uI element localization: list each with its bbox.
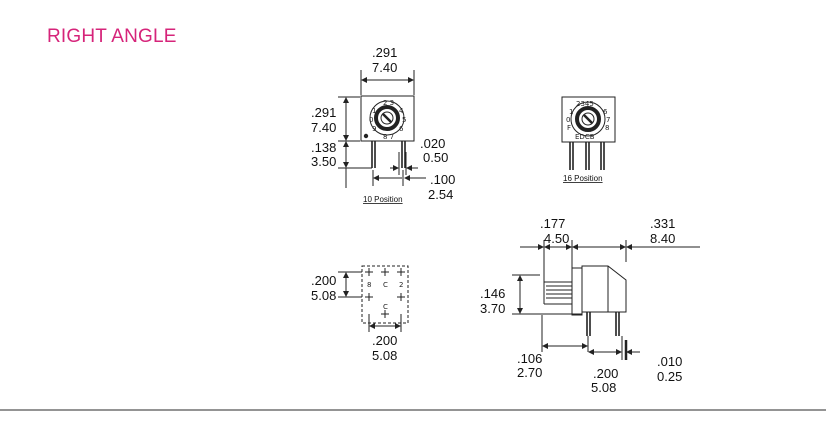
side-span-mm: 5.08 [591,380,616,395]
front10-pin-length-in: .138 [311,140,336,155]
svg-text:8 7: 8 7 [383,133,394,141]
front10-height-mm: 7.40 [311,120,336,135]
side-offset-in: .106 [517,351,542,366]
side-shaft-in: .177 [540,216,565,231]
caption-16-position: 16 Position [563,174,603,183]
side-offset-mm: 2.70 [517,365,542,380]
svg-text:7: 7 [606,116,610,124]
dial-digits-10: 2 3 1 4 0 5 9 6 8 7 [369,99,406,141]
footprint-col-in: .200 [372,333,397,348]
svg-text:F: F [567,124,571,132]
side-height-mm: 3.70 [480,301,505,316]
svg-text:2 3: 2 3 [383,99,394,107]
svg-text:2345: 2345 [576,100,594,108]
front10-width-in: .291 [372,45,397,60]
front10-pin-width-mm: 0.50 [423,150,448,165]
svg-text:6: 6 [603,108,608,116]
side-span-in: .200 [593,366,618,381]
footprint-pin-labels: 8 C 2 C [367,281,403,311]
front10-pin-length-mm: 3.50 [311,154,336,169]
front10-pitch-mm: 2.54 [428,187,453,202]
svg-text:1: 1 [569,108,573,116]
footprint-row-mm: 5.08 [311,288,336,303]
side-pin-mm: 0.25 [657,369,682,384]
svg-text:0: 0 [566,116,570,124]
side-height-in: .146 [480,286,505,301]
side-body-mm: 8.40 [650,231,675,246]
front10-height-in: .291 [311,105,336,120]
footprint-row-in: .200 [311,273,336,288]
front10-pitch-in: .100 [430,172,455,187]
side-pin-in: .010 [657,354,682,369]
svg-text:EDCB: EDCB [575,133,595,141]
front10-pin-width-in: .020 [420,136,445,151]
svg-text:2: 2 [399,281,403,289]
dial-digits-16: 2345 1 6 0 7 F 8 EDCB [566,100,610,141]
side-shaft-mm: 4.50 [544,231,569,246]
side-body-in: .331 [650,216,675,231]
svg-text:5: 5 [402,116,406,124]
svg-text:9: 9 [372,125,376,133]
svg-text:C: C [383,303,388,311]
front-view-16-position [561,96,616,170]
side-view [512,240,700,360]
front10-width-mm: 7.40 [372,60,397,75]
svg-text:1: 1 [372,107,376,115]
svg-text:4: 4 [399,107,404,115]
svg-text:0: 0 [369,116,373,124]
section-title: RIGHT ANGLE [47,26,177,47]
pcb-footprint [338,265,409,332]
svg-text:C: C [383,281,388,289]
front-view-10-position [338,70,426,188]
svg-text:8: 8 [367,281,371,289]
footprint-col-mm: 5.08 [372,348,397,363]
svg-text:6: 6 [399,125,404,133]
svg-text:8: 8 [605,124,609,132]
caption-10-position: 10 Position [363,195,403,204]
